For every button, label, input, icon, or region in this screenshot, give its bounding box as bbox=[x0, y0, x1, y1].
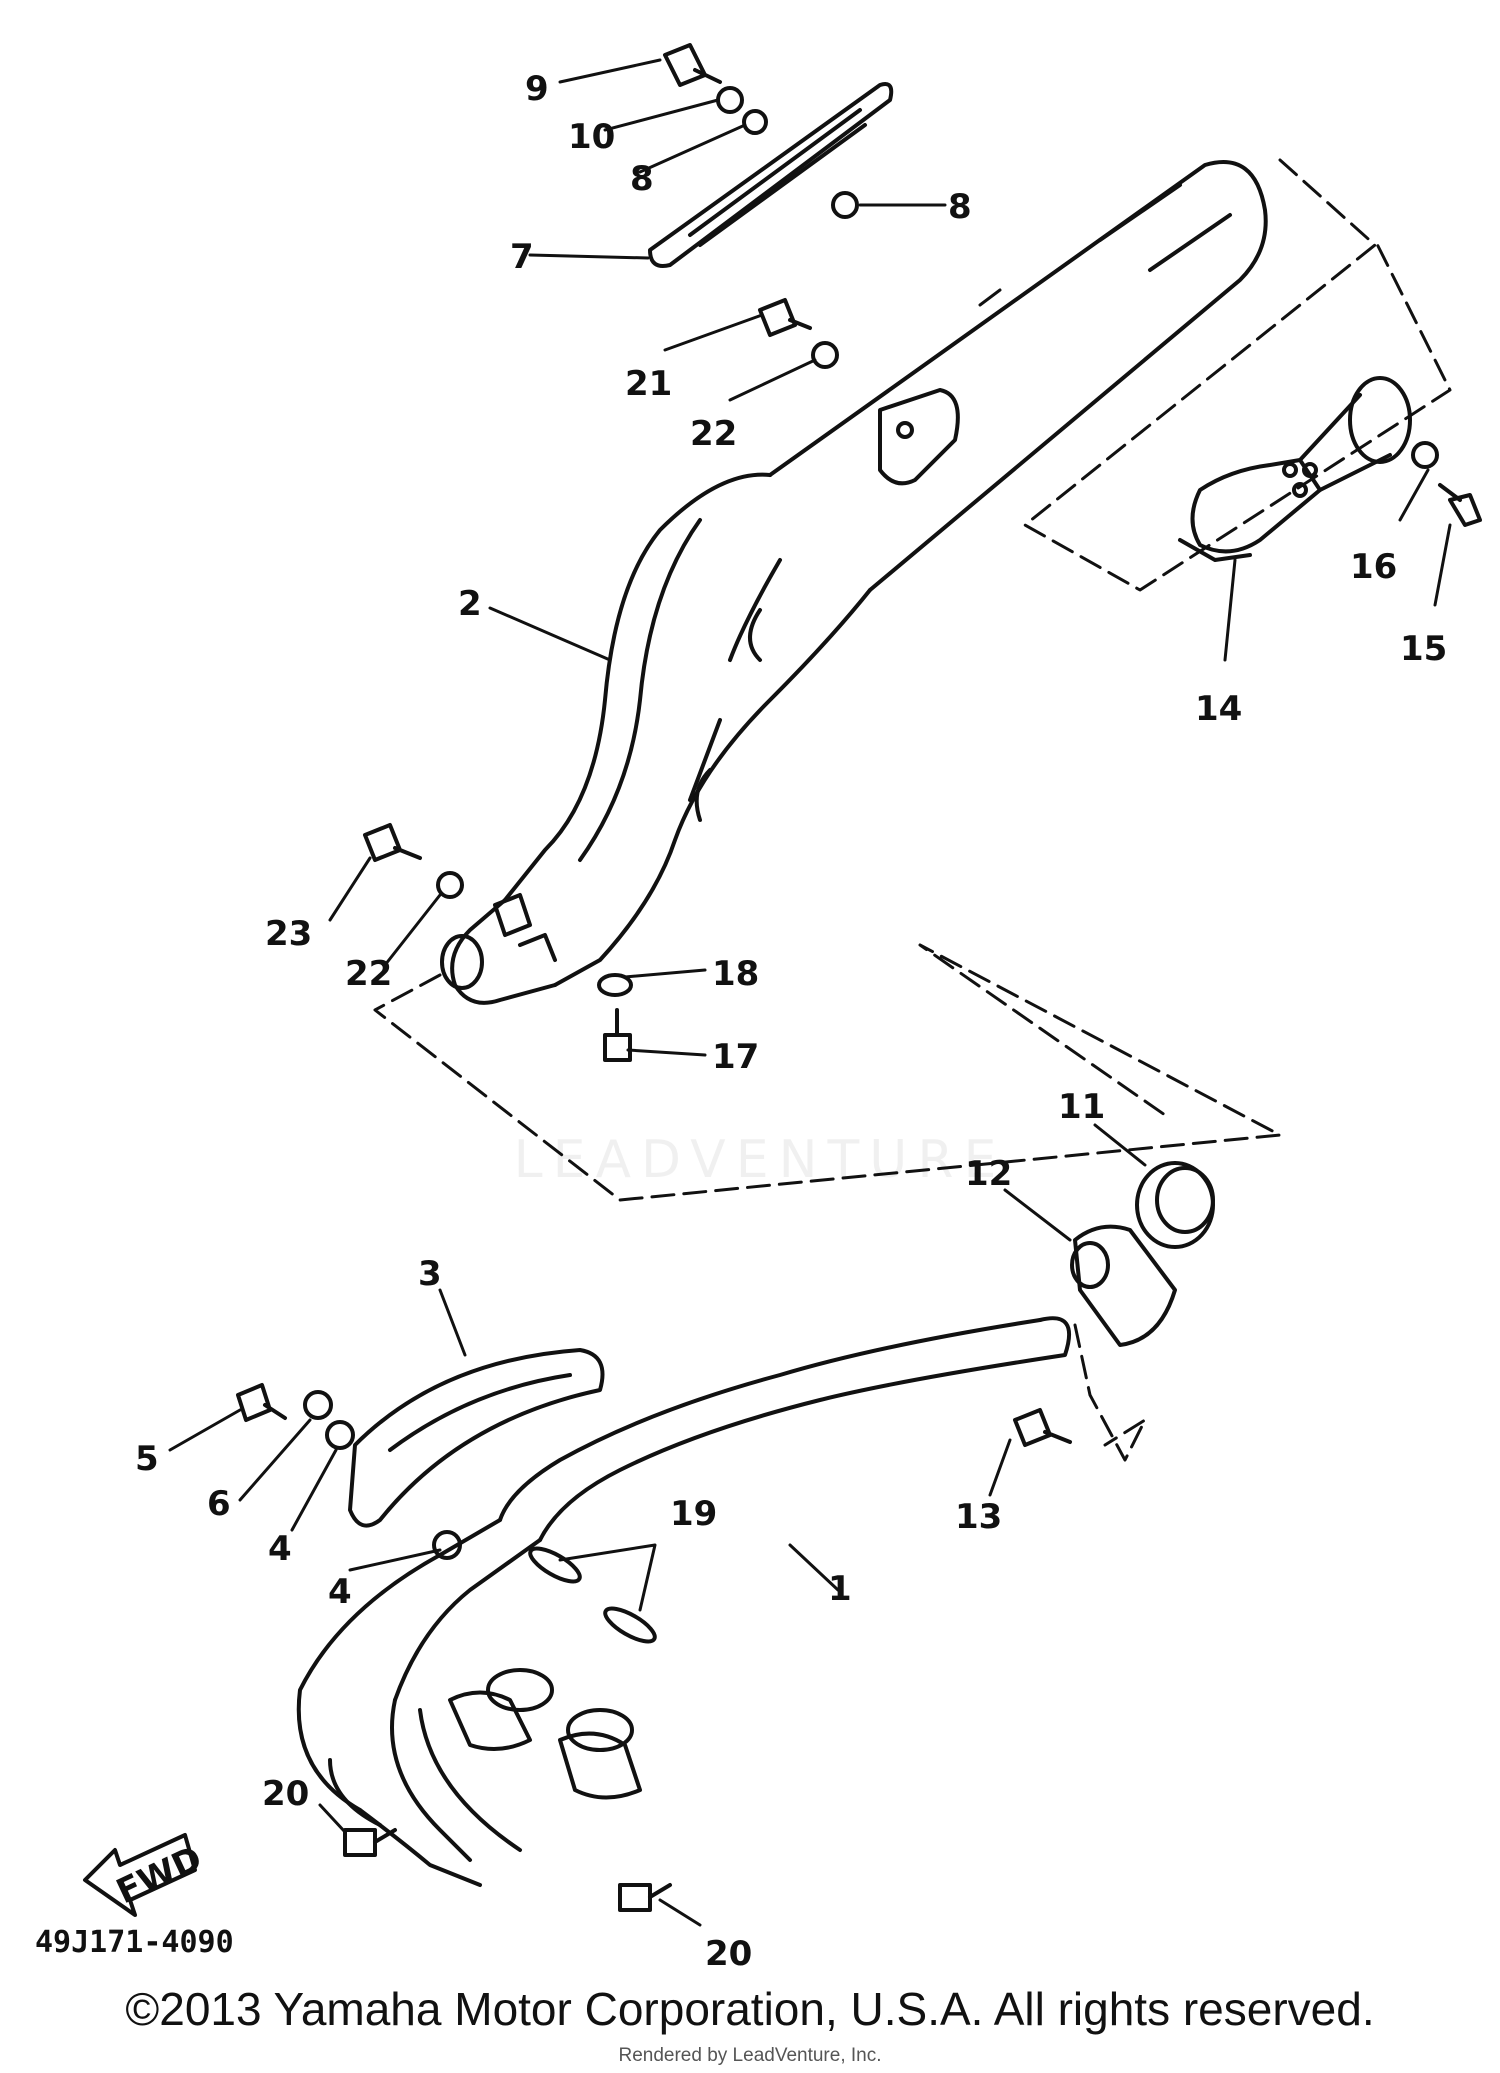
callout-numbers: 1 2 3 4 4 5 6 7 8 8 9 10 11 12 13 14 15 … bbox=[135, 69, 1447, 1974]
fwd-arrow-icon bbox=[83, 1833, 197, 1917]
bolt-17 bbox=[603, 1008, 632, 1062]
bolt-9 bbox=[663, 43, 722, 87]
muffler-body bbox=[440, 160, 1268, 1005]
grommet-8b bbox=[831, 191, 859, 219]
callout-6: 6 bbox=[207, 1484, 231, 1524]
callout-19: 19 bbox=[670, 1494, 717, 1534]
exhaust-pipe bbox=[296, 1316, 1071, 1887]
callout-22b: 22 bbox=[345, 954, 392, 994]
callout-22a: 22 bbox=[690, 414, 737, 454]
washer-22b bbox=[436, 871, 464, 899]
washer-6 bbox=[303, 1390, 333, 1420]
fwd-label: FWD bbox=[111, 1838, 209, 1912]
heat-shield-lower bbox=[348, 1348, 605, 1528]
callout-14: 14 bbox=[1195, 689, 1242, 729]
bolt-15 bbox=[1438, 483, 1482, 527]
washer-10 bbox=[716, 86, 744, 114]
callout-20a: 20 bbox=[262, 1774, 309, 1814]
bolt-20a bbox=[343, 1828, 397, 1857]
callout-15: 15 bbox=[1400, 629, 1447, 669]
washer-22a bbox=[811, 341, 839, 369]
clamp-dashed-lines bbox=[1073, 1323, 1147, 1462]
bracket-hole bbox=[896, 421, 914, 439]
callout-11: 11 bbox=[1058, 1087, 1105, 1127]
copyright-notice: ©2013 Yamaha Motor Corporation, U.S.A. A… bbox=[125, 1983, 1375, 2035]
callout-7: 7 bbox=[510, 237, 534, 277]
insert-dashed-box bbox=[1023, 158, 1452, 592]
bolt-13 bbox=[1013, 1408, 1072, 1447]
callout-4b: 4 bbox=[328, 1572, 352, 1612]
callout-4a: 4 bbox=[268, 1529, 292, 1569]
callout-8b: 8 bbox=[948, 187, 972, 227]
callout-13: 13 bbox=[955, 1497, 1002, 1537]
callout-2: 2 bbox=[458, 584, 482, 624]
grommet-4b bbox=[432, 1530, 462, 1560]
heat-shield-upper bbox=[648, 82, 894, 268]
part-code: 49J171-4090 bbox=[35, 1925, 234, 1960]
joint-gasket bbox=[1070, 1224, 1177, 1347]
callout-23: 23 bbox=[265, 914, 312, 954]
bolt-5 bbox=[236, 1383, 287, 1422]
callout-3: 3 bbox=[418, 1254, 442, 1294]
grommet-8a bbox=[742, 109, 768, 135]
washer-18 bbox=[597, 973, 633, 997]
leader-lines bbox=[168, 58, 1452, 1927]
gasket-19a bbox=[528, 1546, 582, 1584]
watermark: LEADVENTURE bbox=[513, 1130, 1007, 1190]
callout-12: 12 bbox=[965, 1154, 1012, 1194]
callout-5: 5 bbox=[135, 1439, 159, 1479]
muffler-bracket bbox=[878, 388, 960, 486]
callout-9: 9 bbox=[525, 69, 549, 109]
grommet-4a bbox=[325, 1420, 355, 1450]
callout-18: 18 bbox=[712, 954, 759, 994]
bolt-20b bbox=[618, 1883, 672, 1912]
callout-10: 10 bbox=[568, 117, 615, 157]
gasket-19b bbox=[603, 1606, 657, 1644]
spark-arrestor-insert bbox=[1178, 376, 1412, 562]
callout-21: 21 bbox=[625, 364, 672, 404]
outlet-dashed-box bbox=[373, 943, 1282, 1202]
washer-16 bbox=[1411, 441, 1439, 469]
render-note: Rendered by LeadVenture, Inc. bbox=[618, 2045, 882, 2066]
callout-8a: 8 bbox=[630, 159, 654, 199]
bolt-21 bbox=[758, 298, 812, 337]
callout-20b: 20 bbox=[705, 1934, 752, 1974]
callout-1: 1 bbox=[828, 1569, 852, 1609]
bolt-23 bbox=[363, 823, 422, 862]
callout-16: 16 bbox=[1350, 547, 1397, 587]
callout-17: 17 bbox=[712, 1037, 759, 1077]
